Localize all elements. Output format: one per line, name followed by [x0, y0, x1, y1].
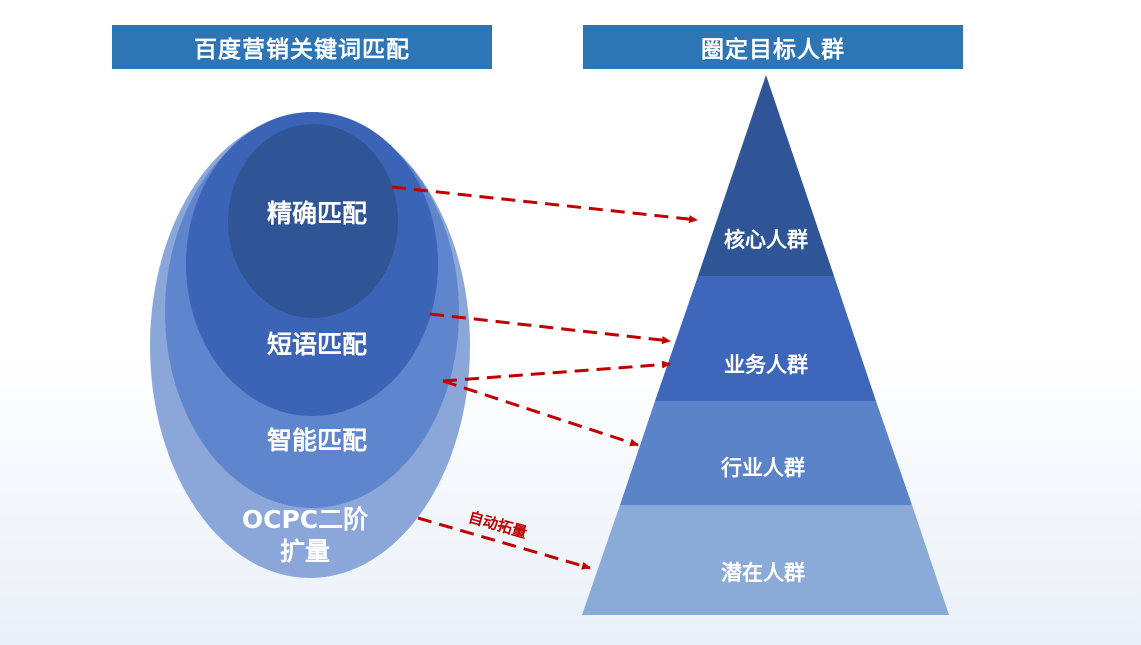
exact-to-core-arrow	[391, 185, 698, 224]
smart-to-business-arrow	[442, 360, 671, 383]
exact-match-ellipse	[228, 124, 398, 318]
potential-audience-tier	[582, 505, 949, 615]
target-audience-header: 圈定目标人群	[583, 25, 963, 69]
ocpc-to-potential-arrow	[417, 516, 591, 570]
smart-match-label: 智能匹配	[267, 426, 367, 455]
smart-to-industry-arrow	[442, 379, 639, 447]
potential-audience-label: 潜在人群	[721, 561, 805, 585]
exact-match-label: 精确匹配	[267, 199, 367, 228]
industry-audience-tier	[620, 401, 912, 505]
industry-audience-label: 行业人群	[720, 456, 805, 480]
auto-expand-label: 自动拓量	[466, 508, 529, 542]
phrase-match-label: 短语匹配	[267, 330, 367, 359]
business-audience-label: 业务人群	[724, 353, 808, 377]
ocpc-label-line2: 扩量	[280, 537, 330, 566]
core-audience-label: 核心人群	[724, 228, 808, 252]
keyword-match-header: 百度营销关键词匹配	[112, 25, 492, 69]
business-audience-tier	[655, 276, 876, 401]
ocpc-label-line1: OCPC二阶	[242, 505, 369, 534]
phrase-to-business-arrow	[429, 312, 671, 345]
core-audience-tier	[698, 75, 834, 276]
